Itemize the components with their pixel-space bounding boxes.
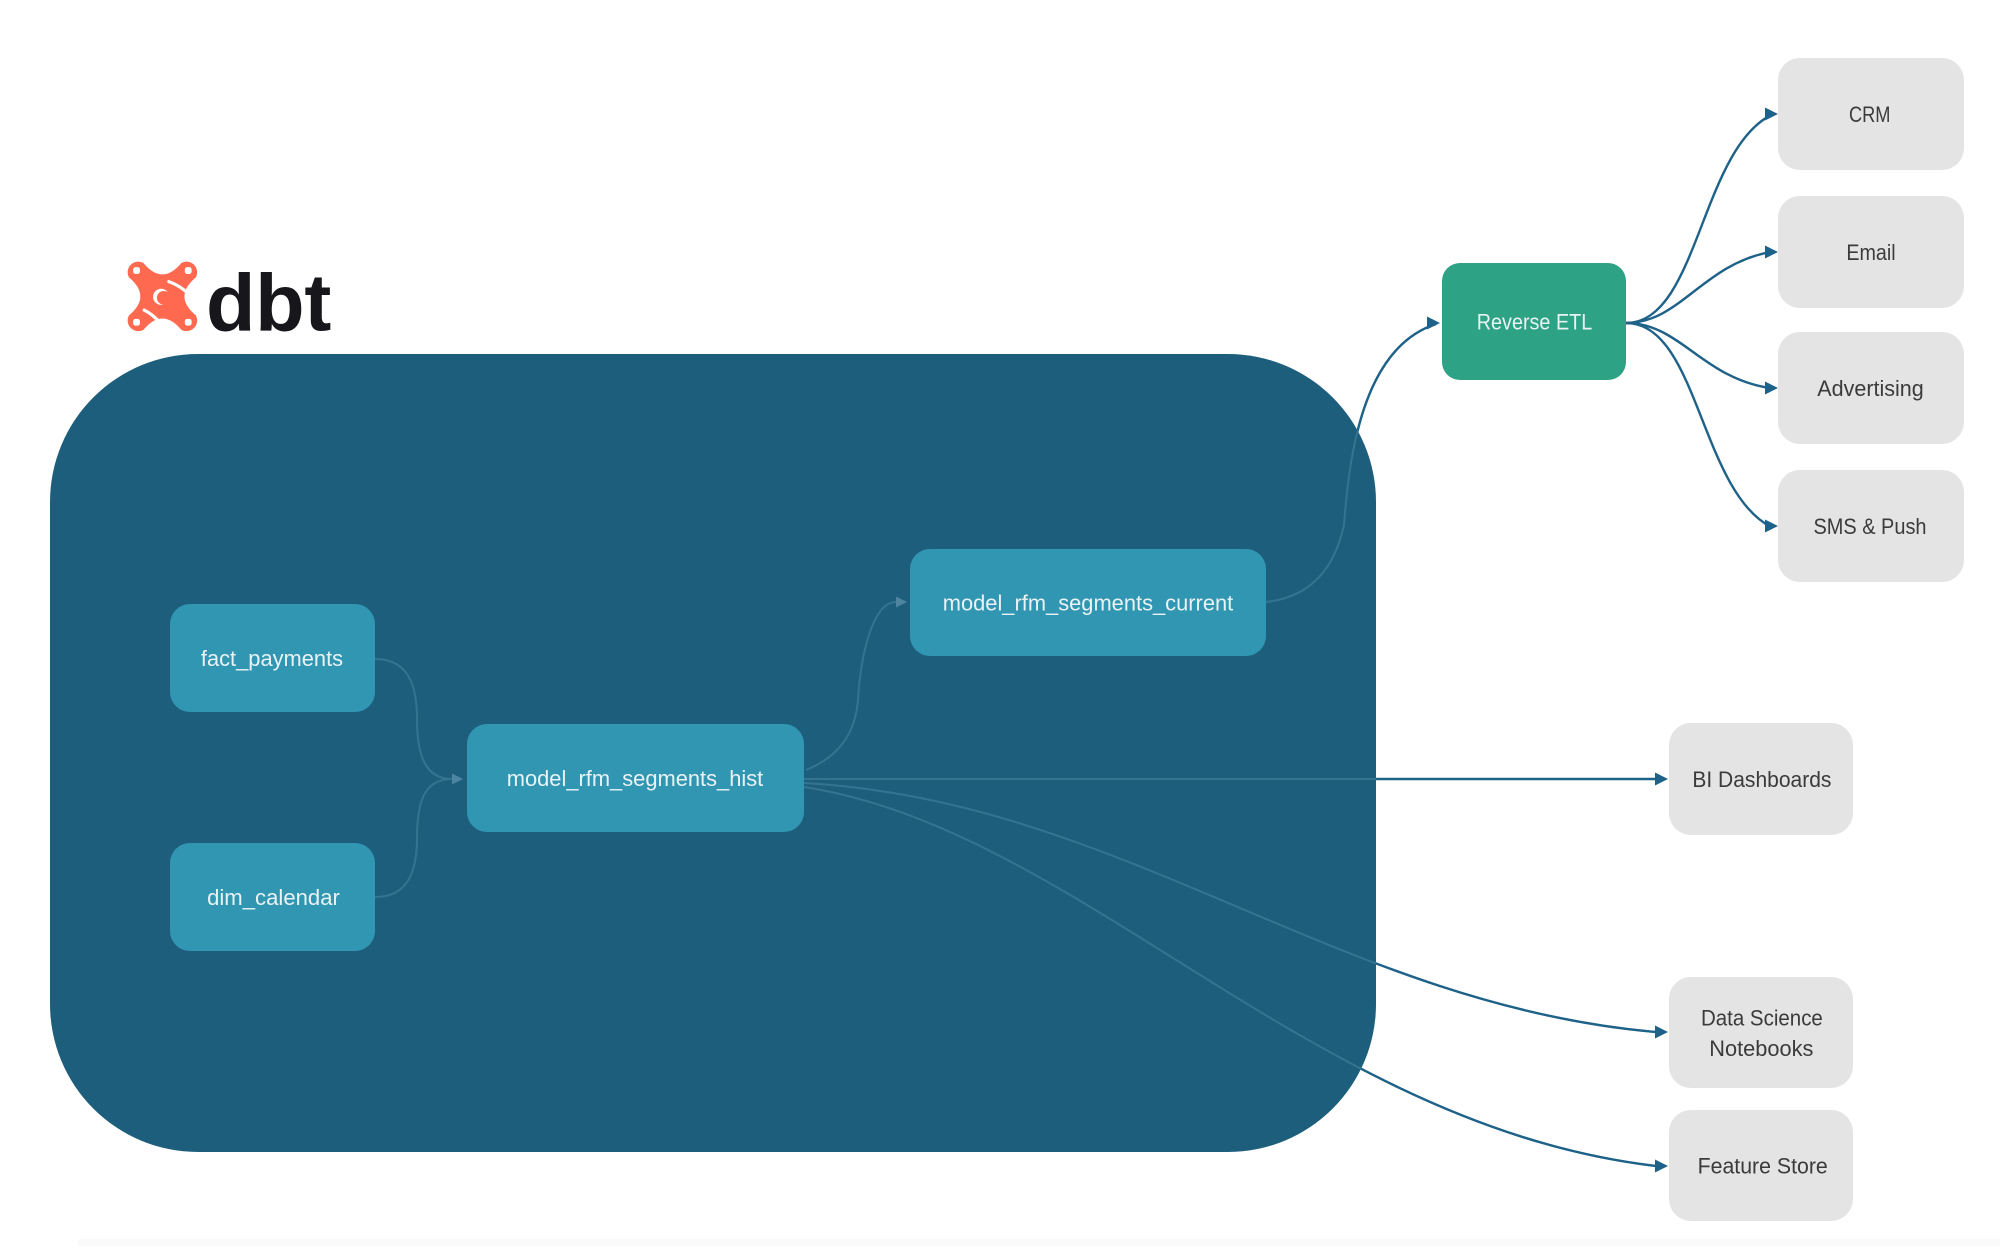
svg-text:BI Dashboards: BI Dashboards [1692, 767, 1831, 792]
svg-text:model_rfm_segments_hist: model_rfm_segments_hist [507, 766, 764, 791]
svg-text:Advertising: Advertising [1817, 376, 1924, 401]
svg-text:SMS & Push: SMS & Push [1813, 514, 1926, 539]
svg-text:CRM: CRM [1849, 102, 1891, 127]
svg-text:Notebooks: Notebooks [1709, 1036, 1813, 1061]
svg-text:Reverse ETL: Reverse ETL [1477, 309, 1593, 334]
svg-text:Email: Email [1846, 240, 1895, 265]
svg-text:model_rfm_segments_current: model_rfm_segments_current [943, 590, 1234, 615]
svg-text:dim_calendar: dim_calendar [207, 885, 340, 910]
svg-text:fact_payments: fact_payments [201, 646, 343, 671]
svg-text:Feature Store: Feature Store [1698, 1153, 1828, 1178]
svg-text:dbt: dbt [206, 259, 331, 349]
svg-text:Data Science: Data Science [1701, 1006, 1823, 1031]
